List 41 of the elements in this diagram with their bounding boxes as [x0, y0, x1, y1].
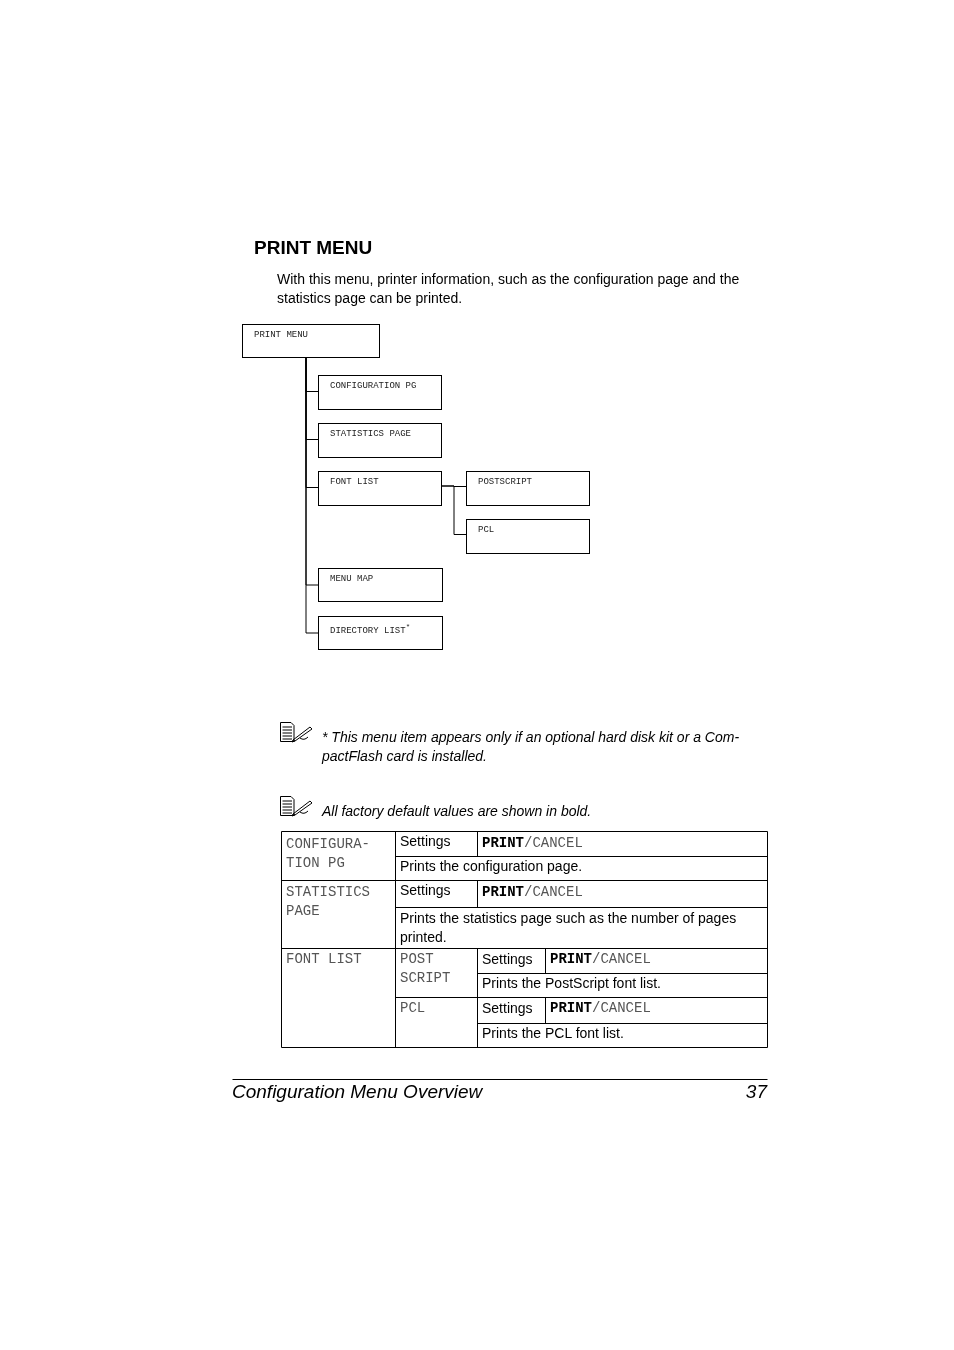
menu-item-name: PCL	[400, 999, 427, 1018]
setting-label: Settings	[400, 881, 452, 900]
menu-item-box	[318, 568, 443, 602]
menu-item-box	[318, 375, 442, 410]
setting-value: PRINT/CANCEL	[550, 950, 652, 969]
footer-title: Configuration Menu Overview	[232, 1080, 483, 1104]
section-heading: PRINT MENU	[254, 237, 373, 259]
setting-value: PRINT/CANCEL	[482, 834, 584, 853]
menu-item-label: DIRECTORY LIST$^{*}$	[330, 622, 411, 637]
menu-item-name: STATISTICS PAGE	[286, 883, 371, 921]
menu-item-label: FONT LIST	[330, 476, 379, 488]
menu-item-label: STATISTICS PAGE	[330, 428, 411, 440]
setting-label: Settings	[400, 832, 452, 851]
menu-item-box	[466, 519, 590, 554]
setting-label: Settings	[482, 999, 534, 1018]
setting-value: PRINT/CANCEL	[550, 999, 652, 1018]
note-text: * This menu item appears only if an optional hard disk kit or a Com- pactFlash card is installed.	[322, 728, 741, 766]
description-text: Prints the PCL font list.	[482, 1024, 625, 1043]
menu-item-label: CONFIGURATION PG	[330, 380, 417, 392]
menu-item-label: PRINT MENU	[254, 329, 308, 341]
description-text: Prints the statistics page such as the number of pages printed.	[400, 909, 738, 947]
setting-value: PRINT/CANCEL	[482, 883, 584, 902]
connector-line	[441, 485, 467, 535]
page-number: 37	[744, 1080, 767, 1104]
menu-item-label: MENU MAP	[330, 573, 374, 585]
menu-item-box	[318, 471, 442, 506]
description-text: Prints the PostScript font list.	[482, 974, 662, 993]
connector-line	[305, 357, 319, 634]
menu-item-name: FONT LIST	[286, 950, 363, 969]
menu-item-box	[318, 616, 443, 650]
intro-paragraph: With this menu, printer information, such as the configuration page and the statistics page can be printed.	[277, 270, 741, 308]
description-text: Prints the configuration page.	[400, 857, 584, 876]
menu-item-box	[318, 423, 442, 458]
note-text: All factory default values are shown in bold.	[322, 802, 593, 821]
menu-item-label: PCL	[478, 524, 495, 536]
menu-item-box	[242, 324, 380, 358]
menu-item-name: CONFIGURA- TION PG	[286, 835, 371, 873]
setting-label: Settings	[482, 950, 534, 969]
menu-item-box	[466, 471, 590, 506]
menu-item-label: POSTSCRIPT	[478, 476, 532, 488]
menu-item-name: POST SCRIPT	[400, 950, 452, 988]
